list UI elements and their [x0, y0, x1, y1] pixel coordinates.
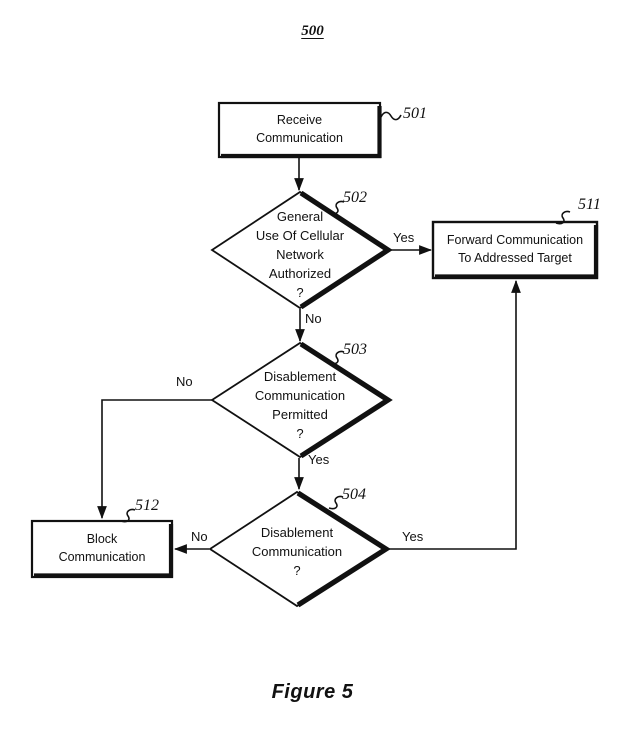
ref-numeral-503: 503	[343, 341, 367, 358]
ref-numeral-511: 511	[578, 196, 601, 213]
process-label-receive-communication: Receive Communication	[256, 113, 343, 145]
edge-label-no-general-use: No	[305, 311, 322, 326]
edge-label-yes-disablement: Yes	[402, 529, 424, 544]
leader-squiggle-512	[120, 508, 136, 523]
ref-numeral-502: 502	[343, 189, 367, 206]
decision-label-disablement-permitted: Disablement Communication Permitted ?	[254, 369, 346, 441]
figure-caption: Figure 5	[271, 681, 354, 703]
ref-numeral-501: 501	[403, 105, 427, 122]
arrow-disablement-yes-to-forward	[387, 279, 521, 550]
process-label-block-communication: Block Communication	[58, 532, 146, 564]
figure-number-wrapper: 500	[0, 22, 625, 40]
arrow-permitted-no-to-block	[97, 399, 212, 520]
ref-numeral-504: 504	[342, 486, 366, 503]
decision-diamond-permitted-shadow	[299, 341, 393, 459]
leader-squiggle-511	[555, 210, 571, 225]
figure-number: 500	[301, 23, 324, 39]
decision-label-disablement: Disablement Communication ?	[251, 525, 343, 578]
process-box-block-shadow	[34, 524, 174, 578]
process-label-forward-communication: Forward Communication To Addressed Targe…	[446, 233, 584, 265]
ref-numeral-512: 512	[135, 497, 159, 514]
leader-squiggle-503	[329, 350, 345, 365]
decision-diamond-general-use-shadow	[299, 190, 393, 310]
leader-squiggle-501	[380, 111, 402, 121]
leader-squiggle-502	[329, 200, 345, 215]
edge-label-yes-general-use: Yes	[393, 230, 415, 245]
process-box-receive-shadow	[221, 106, 382, 159]
edge-label-no-permitted: No	[176, 374, 193, 389]
edge-label-no-disablement: No	[191, 529, 208, 544]
leader-squiggle-504	[328, 495, 344, 510]
edge-label-yes-permitted: Yes	[308, 452, 330, 467]
process-box-forward-shadow	[435, 225, 599, 279]
decision-label-general-use: General Use Of Cellular Network Authoriz…	[255, 209, 345, 300]
decision-diamond-disablement-shadow	[296, 490, 391, 608]
